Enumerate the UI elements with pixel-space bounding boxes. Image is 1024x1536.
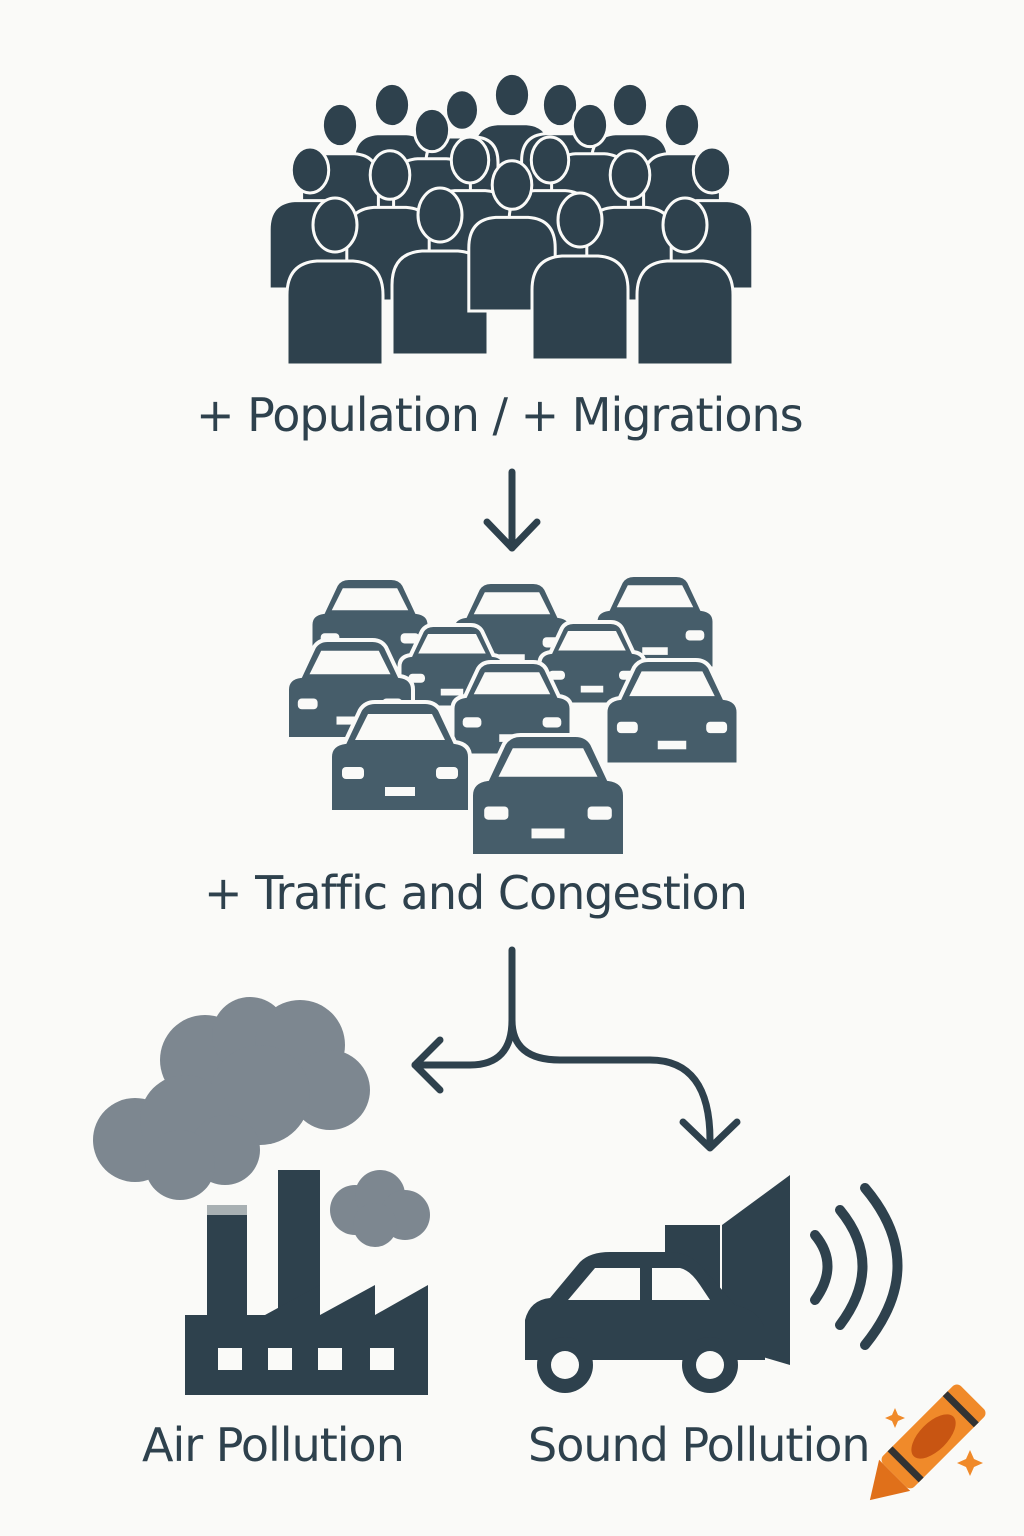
cars-icon <box>285 573 741 858</box>
sound-pollution-label: Sound Pollution <box>528 1418 871 1472</box>
car-icon <box>603 658 741 767</box>
person-icon <box>530 191 630 362</box>
person-icon <box>390 186 490 357</box>
person-icon <box>285 196 385 367</box>
sound-waves-icon <box>810 1183 903 1350</box>
car-icon <box>328 700 472 814</box>
car-icon <box>537 620 647 707</box>
crowd-icon <box>267 71 755 367</box>
car-icon <box>397 623 507 710</box>
car-icon <box>469 733 627 858</box>
car-icon <box>525 1252 765 1393</box>
population-label: + Population / + Migrations <box>196 388 804 442</box>
traffic-label: + Traffic and Congestion <box>204 866 748 920</box>
split-arrow-icon <box>411 946 741 1152</box>
car-icon <box>450 660 574 758</box>
smoke-clouds-icon <box>93 997 430 1247</box>
air-pollution-label: Air Pollution <box>142 1418 405 1472</box>
person-icon <box>635 196 735 367</box>
factory-icon <box>185 1170 428 1395</box>
arrow-down-icon <box>483 468 541 552</box>
